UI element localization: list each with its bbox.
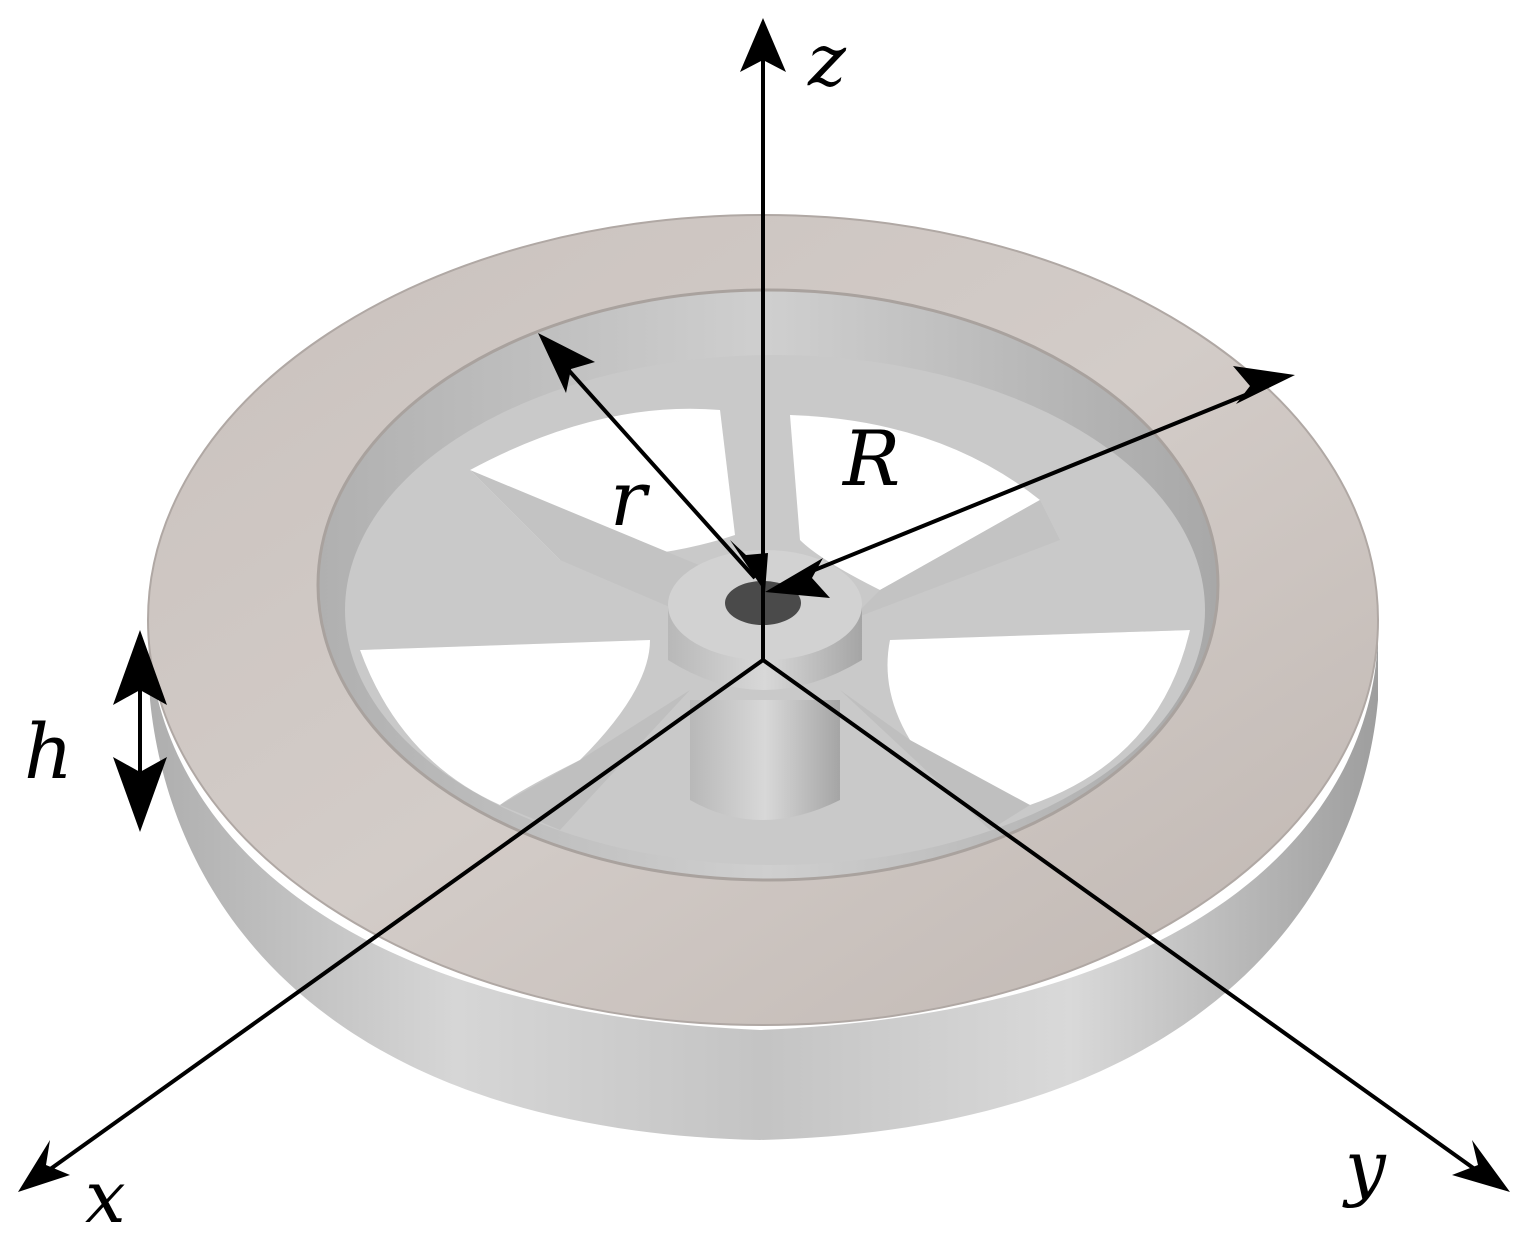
inner-radius-label: r: [610, 454, 651, 543]
x-axis-line: [33, 658, 765, 1182]
flywheel-hub-bottom: [690, 700, 840, 820]
inner-radius-arrowhead-end: [730, 540, 768, 592]
outer-radius-line: [789, 383, 1271, 582]
height-arrowhead-top: [113, 630, 167, 705]
flywheel-spoke: [500, 690, 690, 830]
height-arrowhead-bottom: [113, 757, 167, 832]
outer-radius-arrowhead-end: [1233, 366, 1295, 404]
flywheel-outer-side: [148, 625, 1379, 1140]
height-label: h: [24, 707, 73, 796]
inner-radius-line: [553, 353, 757, 580]
z-axis-arrowhead: [740, 18, 786, 72]
outer-radius-label: R: [841, 414, 900, 503]
z-axis-label: z: [807, 18, 847, 102]
flywheel-spoke: [850, 500, 1060, 620]
inner-radius-arrowhead-start: [538, 333, 595, 393]
y-axis-label: y: [1342, 1125, 1387, 1209]
y-axis-arrowhead: [1452, 1140, 1510, 1192]
y-axis-line: [761, 658, 1492, 1182]
flywheel-spoke: [840, 690, 1030, 830]
outer-radius-arrowhead-start: [765, 558, 830, 598]
x-axis-label: x: [85, 1155, 126, 1239]
flywheel-spoke: [470, 470, 735, 620]
x-axis-arrowhead: [18, 1140, 70, 1192]
